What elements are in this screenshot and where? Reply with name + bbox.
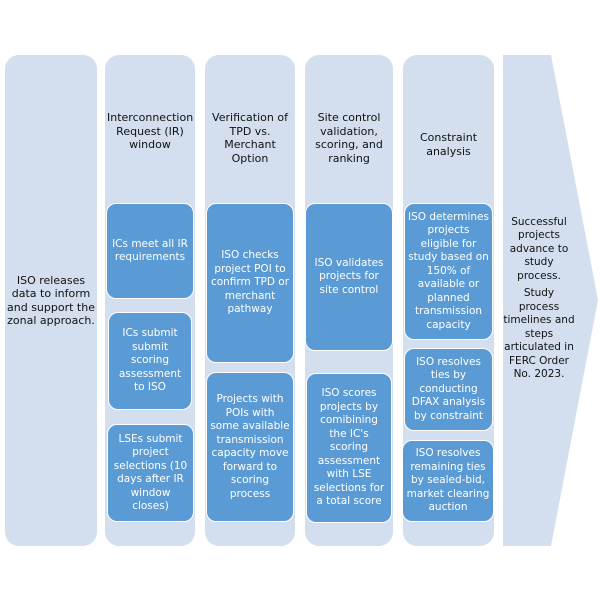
stage-title: Verification of TPD vs. Merchant Option <box>212 111 288 165</box>
outcome-arrow <box>503 55 598 546</box>
step-box: ICs submit submit scoring assessment to … <box>108 312 192 410</box>
stage-title: Interconnection Request (IR) window <box>107 111 194 151</box>
stage-title: Constraint analysis <box>419 131 478 158</box>
outcome-text: Successful projects advance to study pro… <box>503 55 575 546</box>
step-box: ISO determines projects eligible for stu… <box>404 203 493 340</box>
stage-title: Site control validation, scoring, and ra… <box>315 111 383 165</box>
outcome-line-2: Study process timelines and steps articu… <box>503 287 575 380</box>
intro-column: ISO releases data to inform and support … <box>5 55 97 546</box>
step-box: ISO validates projects for site control <box>305 203 393 351</box>
outcome-line-1: Successful projects advance to study pro… <box>509 215 569 282</box>
step-box: ISO checks project POI to confirm TPD or… <box>206 203 294 363</box>
step-box: ICs meet all IR requirements <box>106 203 194 299</box>
intro-text: ISO releases data to inform and support … <box>7 273 95 328</box>
step-box: ISO resolves remaining ties by sealed-bi… <box>402 440 494 522</box>
step-box: LSEs submit project selections (10 days … <box>107 424 194 522</box>
step-box: ISO scores projects by comibining the IC… <box>306 373 392 523</box>
step-box: Projects with POIs with some available t… <box>206 372 294 522</box>
step-box: ISO resolves ties by conducting DFAX ana… <box>404 348 493 431</box>
